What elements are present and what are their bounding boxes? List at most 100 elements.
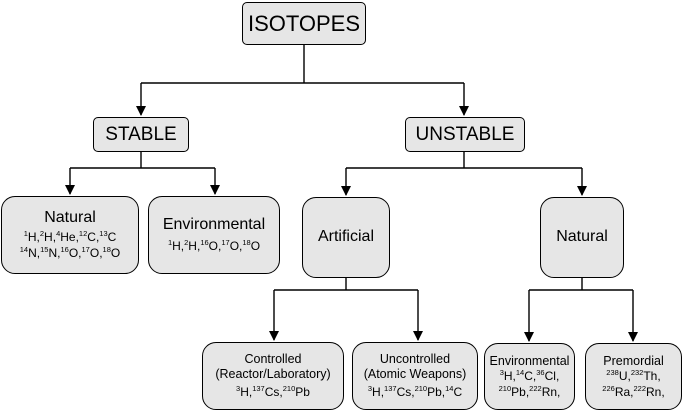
uncontrolled-label: Uncontrolled(Atomic Weapons) <box>364 352 467 381</box>
mass-number: 16 <box>60 245 69 255</box>
mass-number: 226 <box>602 383 615 393</box>
element-symbol: O <box>229 238 240 253</box>
element-symbol: H <box>44 230 53 245</box>
mass-number: 3 <box>499 367 504 377</box>
mass-number: 137 <box>252 383 265 393</box>
premordial-node: Premordial 238U,232Th,226Ra,222Rn, <box>585 343 682 410</box>
mass-number: 12 <box>78 229 88 239</box>
artificial-node: Artificial <box>302 197 390 278</box>
label-line: (Reactor/Laboratory) <box>215 366 331 381</box>
element-symbol: H <box>172 238 181 253</box>
element-symbol: Rn <box>541 384 558 399</box>
unstable-environmental-label: Environmental <box>489 353 570 368</box>
mass-number: 238 <box>606 367 619 377</box>
stable-environmental-isotopes: 1H,2H,16O,17O,18O <box>168 238 260 254</box>
premordial-label: Premordial <box>603 353 664 368</box>
isotope-line: 3H,137Cs,210Pb <box>236 383 310 399</box>
mass-number: 210 <box>282 383 296 393</box>
stable-environmental-node: Environmental 1H,2H,16O,17O,18O <box>148 196 280 274</box>
artificial-label: Artificial <box>317 228 374 246</box>
isotope-line: 238U,232Th, <box>606 367 661 383</box>
unstable-node: UNSTABLE <box>405 117 525 152</box>
element-symbol: Cs <box>396 384 412 399</box>
element-symbol: U <box>618 368 628 383</box>
element-symbol: Cl <box>544 368 556 383</box>
stable-environmental-label: Environmental <box>162 216 266 234</box>
isotope-line: 1H,2H,16O,17O,18O <box>167 237 261 253</box>
mass-number: 2 <box>39 229 45 239</box>
isotope-line: 1H,2H,4He,12C,13C <box>23 229 117 245</box>
element-symbol: O <box>68 246 79 261</box>
element-symbol: H <box>503 368 513 383</box>
stable-natural-label: Natural <box>44 209 96 226</box>
unstable-natural-node: Natural <box>540 197 624 278</box>
isotope-line: 14N,15N,16O,17O,18O <box>19 245 121 261</box>
label-line: Controlled <box>244 352 302 367</box>
mass-number: 1 <box>167 237 173 247</box>
mass-number: 210 <box>414 383 428 393</box>
element-symbol: H <box>372 384 381 399</box>
mass-number: 14 <box>19 245 29 255</box>
element-symbol: N <box>48 246 58 261</box>
unstable-natural-label: Natural <box>556 228 608 246</box>
element-symbol: C <box>87 230 96 245</box>
uncontrolled-isotopes: 3H,137Cs,210Pb,14C <box>368 384 462 400</box>
unstable-environmental-node: Environmental 3H,14C,36Cl,210Pb,222Rn, <box>484 343 575 410</box>
mass-number: 210 <box>498 383 512 393</box>
element-symbol: N <box>28 246 37 261</box>
element-symbol: He <box>60 230 76 245</box>
element-symbol: C <box>524 368 533 383</box>
element-symbol: Pb <box>427 384 442 399</box>
mass-number: 1 <box>23 229 28 239</box>
element-symbol: Pb <box>295 384 310 399</box>
mass-number: 18 <box>102 245 111 255</box>
element-symbol: O <box>250 238 261 253</box>
isotope-line: 226Ra,222Rn, <box>602 383 665 399</box>
mass-number: 15 <box>40 245 49 255</box>
element-symbol: H <box>27 230 37 245</box>
mass-number: 17 <box>81 245 90 255</box>
mass-number: 14 <box>515 367 525 377</box>
stable-node: STABLE <box>93 117 189 152</box>
isotope-line: 210Pb,222Rn, <box>498 383 561 399</box>
mass-number: 18 <box>242 237 251 247</box>
element-symbol: Pb <box>511 384 526 399</box>
element-symbol: Ra <box>614 384 631 399</box>
mass-number: 3 <box>236 383 241 393</box>
mass-number: 222 <box>633 383 647 393</box>
mass-number: 2 <box>184 237 189 247</box>
isotopes-root-label: ISOTOPES <box>247 10 361 36</box>
element-symbol: Rn <box>646 384 662 399</box>
element-symbol: H <box>240 384 249 399</box>
element-symbol: Cs <box>264 384 280 399</box>
mass-number: 13 <box>99 229 108 239</box>
premordial-isotopes: 238U,232Th,226Ra,222Rn, <box>602 368 664 400</box>
controlled-isotopes: 3H,137Cs,210Pb <box>236 384 310 400</box>
element-symbol: C <box>453 384 463 399</box>
mass-number: 16 <box>200 237 209 247</box>
unstable-label: UNSTABLE <box>415 123 515 145</box>
element-symbol: O <box>89 246 100 261</box>
mass-number: 4 <box>56 229 61 239</box>
controlled-label: Controlled(Reactor/Laboratory) <box>215 352 330 381</box>
isotope-line: 3H,14C,36Cl, <box>499 367 560 383</box>
stable-label: STABLE <box>105 123 177 145</box>
mass-number: 137 <box>384 383 397 393</box>
label-line: (Atomic Weapons) <box>363 366 467 381</box>
mass-number: 14 <box>445 383 454 393</box>
unstable-environmental-isotopes: 3H,14C,36Cl,210Pb,222Rn, <box>499 368 561 400</box>
mass-number: 36 <box>536 367 545 377</box>
element-symbol: O <box>208 238 218 253</box>
element-symbol: C <box>107 230 117 245</box>
mass-number: 3 <box>367 383 373 393</box>
mass-number: 232 <box>630 367 644 377</box>
mass-number: 17 <box>221 237 230 247</box>
mass-number: 222 <box>529 383 542 393</box>
element-symbol: O <box>110 246 121 261</box>
element-symbol: H <box>188 238 197 253</box>
uncontrolled-node: Uncontrolled(Atomic Weapons) 3H,137Cs,21… <box>352 342 478 410</box>
controlled-node: Controlled(Reactor/Laboratory) 3H,137Cs,… <box>202 342 344 410</box>
